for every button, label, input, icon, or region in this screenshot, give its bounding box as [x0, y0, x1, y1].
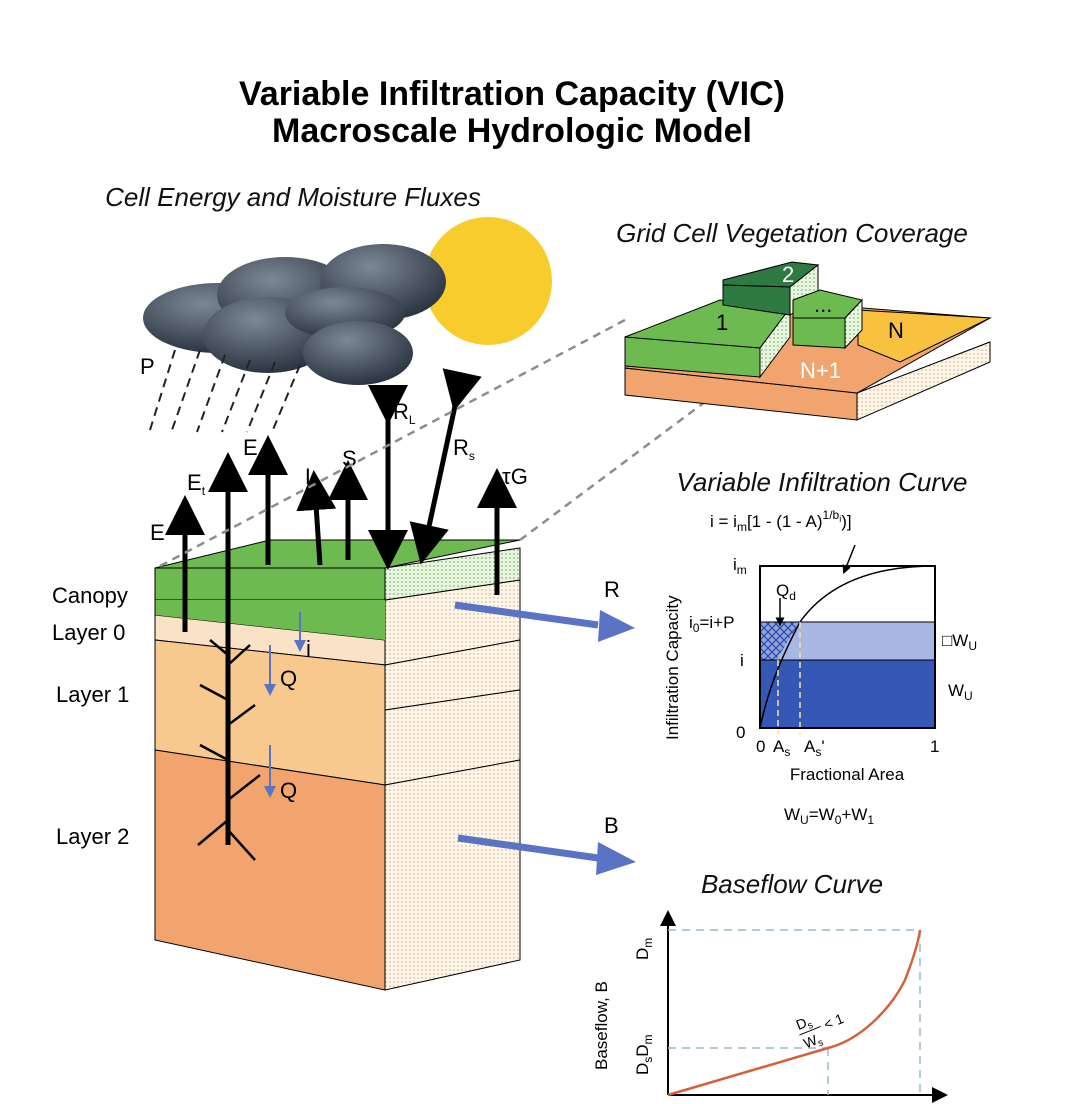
title-line-2: Macroscale Hydrologic Model: [272, 112, 752, 150]
delta-wu-label: □WU: [942, 631, 977, 653]
wu-label: WU: [948, 681, 973, 703]
precip-label: P: [140, 354, 155, 379]
dm-label: Dm: [633, 938, 655, 960]
drainage-q1-label: Q: [280, 666, 297, 691]
vegetation-heading: Grid Cell Vegetation Coverage: [616, 218, 968, 248]
sun-icon: [424, 217, 552, 345]
fluxes-heading: Cell Energy and Moisture Fluxes: [105, 182, 481, 212]
infiltration-equation: i = im[1 - (1 - A)1/bi)]: [710, 508, 852, 534]
flux-ec-label: Ec: [243, 435, 264, 463]
rs-arrow: [409, 368, 482, 565]
flux-l-label: L: [305, 464, 317, 489]
flux-et-label: Et: [187, 470, 206, 498]
flux-arrows: [165, 435, 517, 845]
veg-tile-1-label: 1: [716, 310, 728, 335]
infiltration-i-label: i: [306, 636, 311, 661]
runoff-arrows: [454, 601, 636, 875]
vegetation-block: [624, 261, 992, 421]
title-line-1: Variable Infiltration Capacity (VIC): [239, 75, 785, 113]
flux-e-label: E: [150, 520, 165, 545]
veg-tile-n1-label: N+1: [800, 358, 841, 383]
flux-taug-label: τG: [502, 464, 528, 489]
ytick-i0: i0=i+P: [689, 613, 734, 635]
baseflow-ylabel: Baseflow, B: [592, 981, 611, 1070]
xtick-as-prime: As': [804, 737, 825, 759]
veg-tile-n-label: N: [888, 318, 904, 343]
ytick-im: im: [733, 555, 747, 577]
baseflow-b-label: B: [604, 813, 619, 838]
xtick-0: 0: [756, 737, 765, 756]
dsdm-label: DsDm: [633, 1034, 655, 1075]
cloud-icon: [143, 244, 446, 385]
layer-2-label: Layer 2: [56, 824, 129, 849]
xtick-as: As: [773, 737, 790, 759]
connector-lines: [159, 318, 746, 568]
internal-flow-arrows: [264, 612, 306, 798]
veg-tile-dots-label: ...: [814, 292, 832, 317]
soil-column: [154, 539, 521, 991]
veg-tile-2-label: 2: [782, 262, 794, 287]
baseflow-heading: Baseflow Curve: [701, 869, 883, 899]
xtick-1: 1: [930, 737, 939, 756]
runoff-r-label: R: [604, 577, 620, 602]
infiltration-ylabel: Infiltration Capacity: [663, 595, 682, 740]
flux-rl-label: RL: [393, 399, 416, 427]
baseflow-chart: [660, 910, 948, 1103]
layer-0-label: Layer 0: [52, 620, 125, 645]
layer-1-label: Layer 1: [56, 682, 129, 707]
wu-equation: WU=W0+W1: [784, 805, 874, 827]
ytick-i: i: [740, 651, 744, 670]
ytick-0: 0: [736, 723, 745, 742]
svg-text:< 1: < 1: [821, 1010, 846, 1032]
slope-annotation: Ds Ws < 1: [794, 1010, 846, 1051]
infiltration-xlabel: Fractional Area: [790, 765, 905, 784]
infiltration-chart: [759, 544, 936, 735]
qd-label: Qd: [776, 581, 796, 603]
drainage-q2-label: Q: [280, 778, 297, 803]
flux-s-label: S: [342, 446, 357, 471]
rain-lines: [149, 349, 301, 433]
flux-rs-label: Rs: [453, 435, 475, 463]
infiltration-heading: Variable Infiltration Curve: [677, 467, 968, 497]
layer-canopy-label: Canopy: [52, 583, 128, 608]
